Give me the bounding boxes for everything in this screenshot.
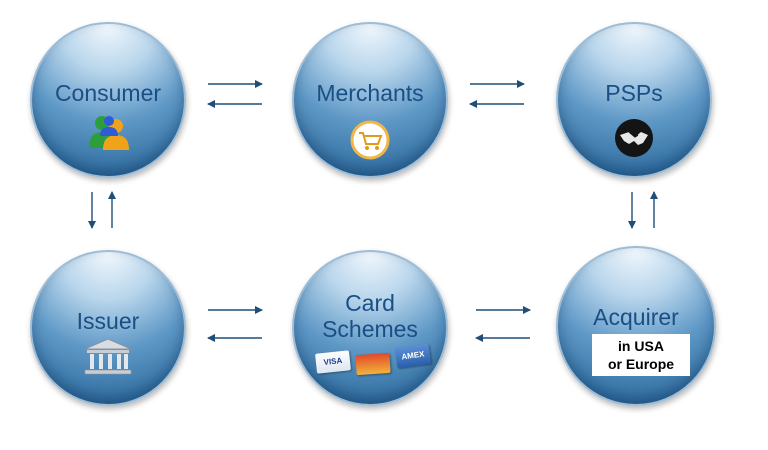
node-label: Issuer (76, 308, 140, 334)
shopping-cart-icon (350, 120, 390, 160)
node-label: Consumer (54, 80, 162, 106)
node-acquirer: Acquirer (556, 246, 716, 406)
node-psps: PSPs (556, 22, 712, 178)
acquirer-region-note: in USA or Europe (592, 334, 690, 376)
node-label-line1: Card (345, 290, 395, 316)
mastercard-card-icon (355, 352, 391, 376)
node-label: Merchants (316, 80, 424, 106)
node-card-schemes: Card Schemes VISA AMEX (292, 250, 448, 406)
node-merchants: Merchants (292, 22, 448, 178)
node-label: Acquirer (593, 304, 679, 330)
visa-card-icon: VISA (315, 350, 351, 374)
amex-card-icon: AMEX (394, 343, 432, 369)
note-line1: in USA (618, 338, 664, 354)
node-label: PSPs (605, 80, 663, 106)
node-label-line2: Schemes (322, 316, 418, 342)
bank-building-icon (84, 338, 132, 375)
note-line2: or Europe (607, 356, 675, 372)
node-issuer: Issuer (30, 250, 186, 406)
users-icon (89, 116, 129, 150)
handshake-icon (615, 119, 653, 157)
node-consumer: Consumer (30, 22, 186, 178)
payment-cards-icon: VISA AMEX (312, 343, 432, 376)
